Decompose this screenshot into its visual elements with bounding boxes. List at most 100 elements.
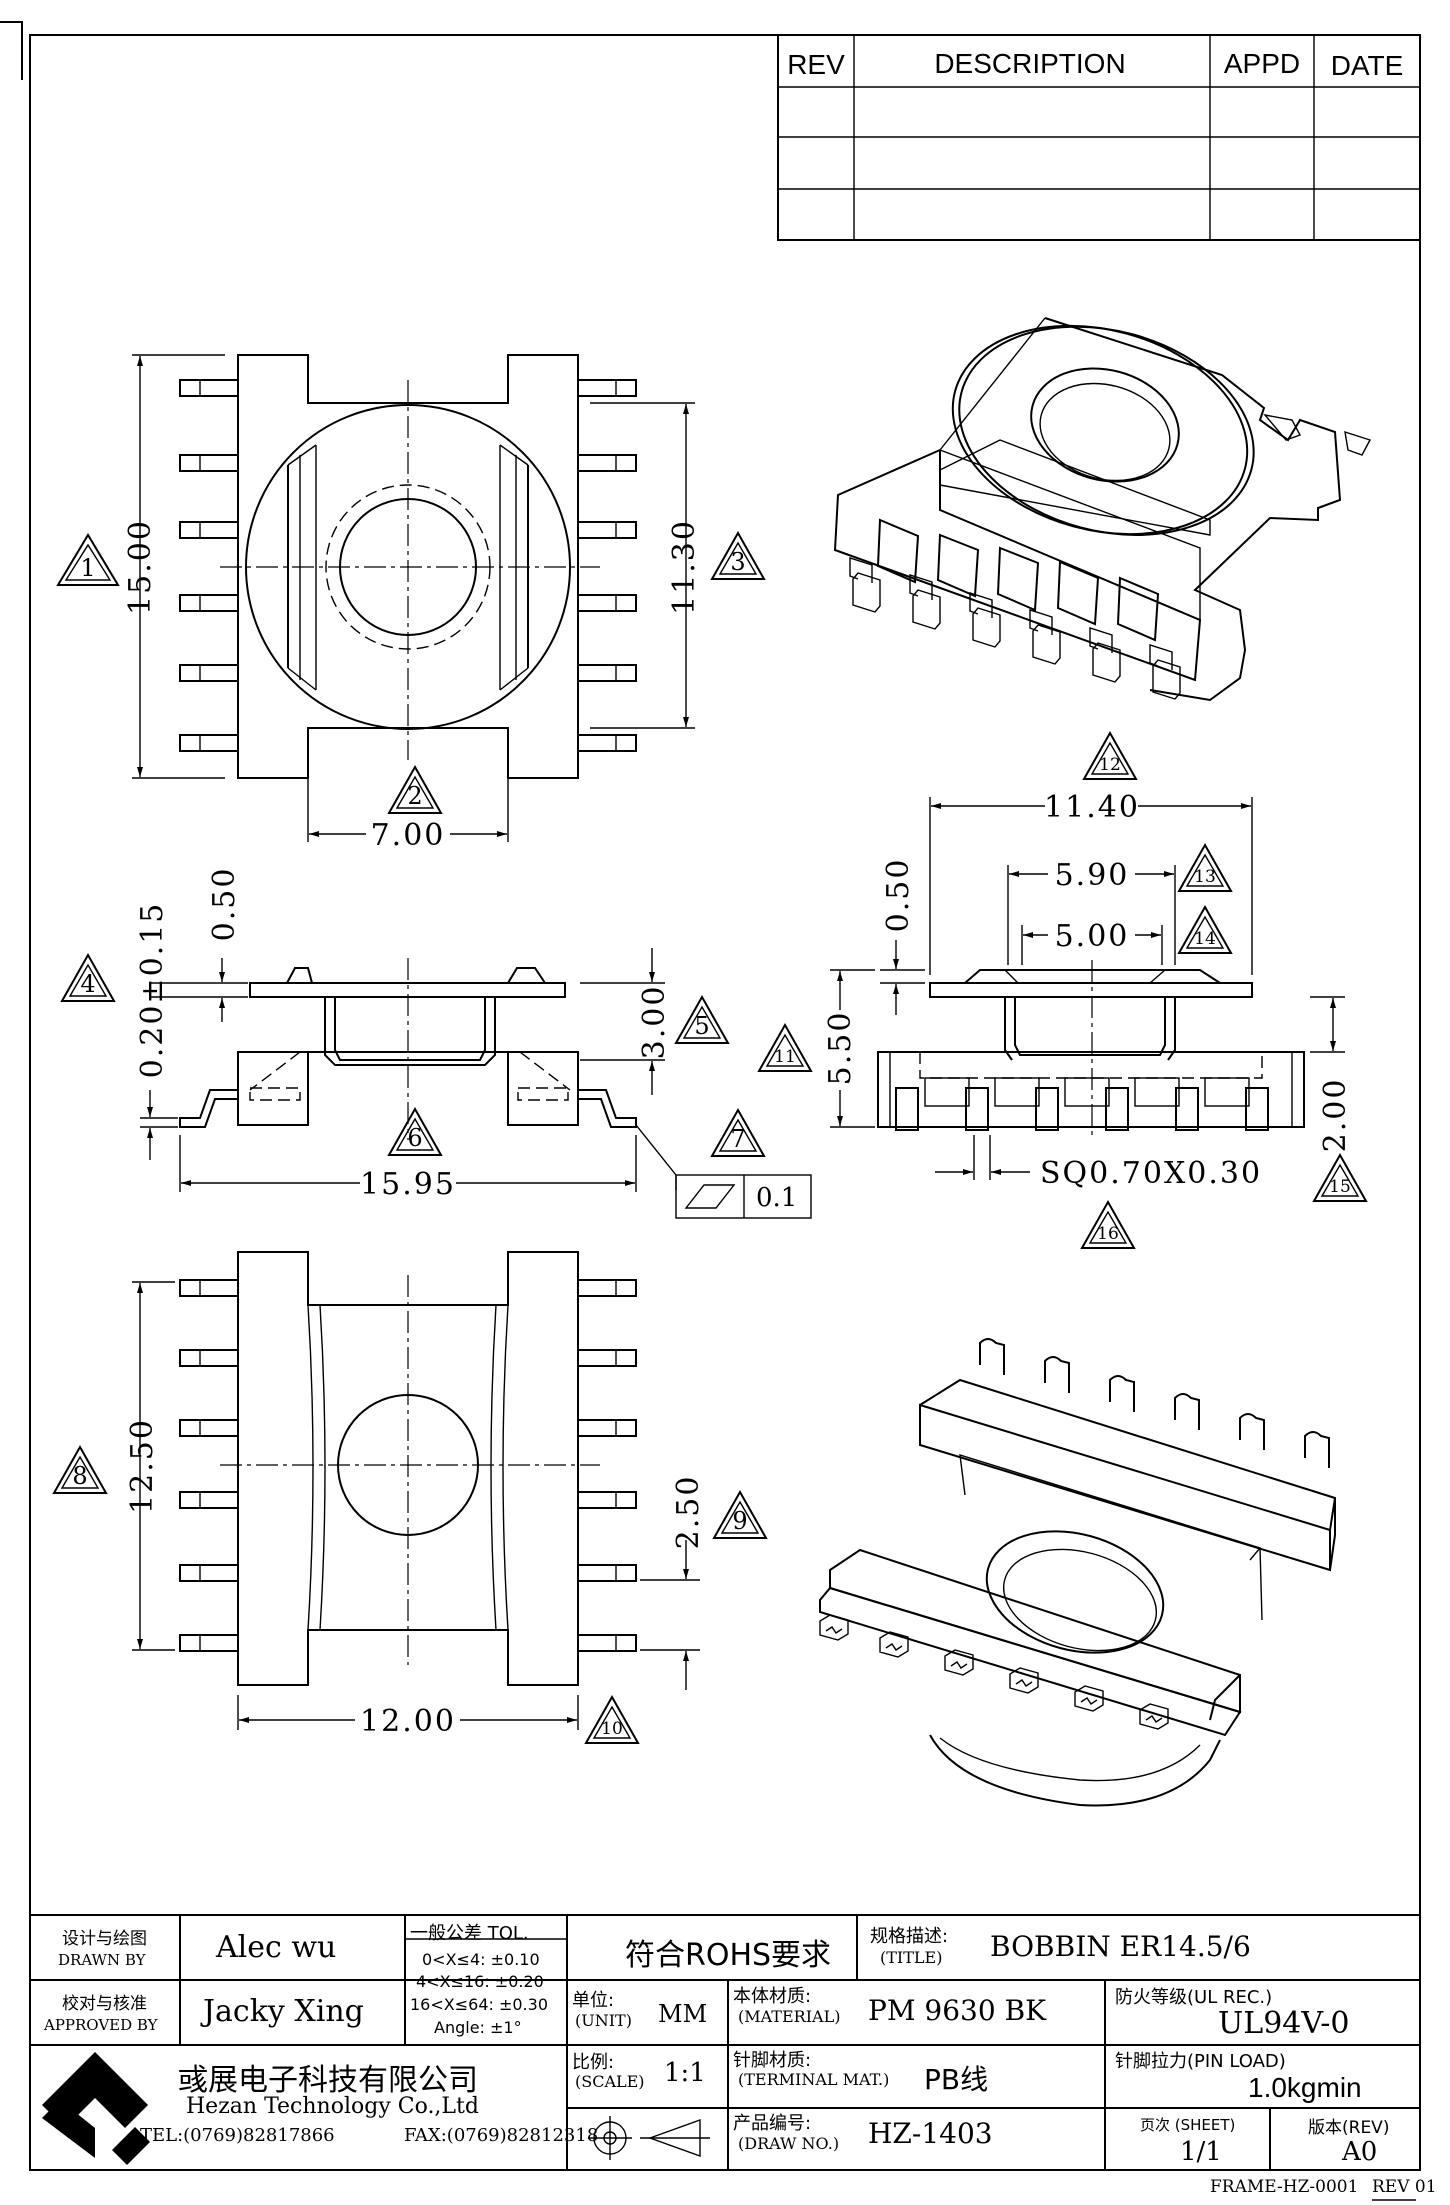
callout-number: 13 — [1194, 867, 1216, 887]
scale-value: 1:1 — [664, 2058, 706, 2088]
terminal-pin — [577, 379, 637, 397]
dim-0-20: 0.20±0.15 — [135, 902, 170, 1079]
rohs-compliance: 符合ROHS要求 — [625, 1938, 832, 1973]
callout-number: 3 — [730, 548, 745, 576]
terminal-pin — [577, 664, 637, 682]
drawn-by-label: DRAWN BY — [58, 1951, 146, 1969]
material-label: (MATERIAL) — [738, 2007, 841, 2026]
callout-number: 11 — [774, 1047, 796, 1067]
terminal-pin — [179, 1279, 239, 1297]
appd-header: APPD — [1224, 48, 1300, 79]
terminal-label: (TERMINAL MAT.) — [738, 2070, 890, 2089]
unit-label-cn: 单位: — [572, 1990, 615, 2011]
terminal-pin — [577, 734, 637, 752]
iso-pin — [969, 592, 1001, 648]
side-slot — [994, 1077, 1040, 1107]
iso-pin — [1174, 1393, 1200, 1430]
iso-pin — [1304, 1431, 1330, 1468]
terminal-pin — [577, 1279, 637, 1297]
title-value: BOBBIN ER14.5/6 — [990, 1930, 1251, 1963]
terminal-pin — [179, 1634, 239, 1652]
callout-marker-6: 6 — [387, 1106, 443, 1156]
callout-marker-15: 15 — [1312, 1152, 1368, 1202]
approved-by-value: Jacky Xing — [203, 1994, 364, 2029]
unit-label: (UNIT) — [575, 2011, 632, 2030]
callout-marker-14: 14 — [1177, 904, 1233, 954]
iso-pin — [1239, 1413, 1265, 1450]
dim-7-00: 7.00 — [371, 818, 446, 853]
terminal-pin — [577, 1564, 637, 1582]
checked-label-cn: 校对与核准 — [62, 1994, 147, 2014]
callout-marker-16: 16 — [1080, 1199, 1136, 1249]
iso-pin — [1029, 609, 1061, 665]
dim-0-50-a: 0.50 — [207, 867, 242, 942]
callout-marker-7: 7 — [710, 1107, 766, 1157]
side-slot — [1134, 1077, 1180, 1107]
unit-value: MM — [658, 2000, 708, 2028]
flatness-value: 0.1 — [756, 1183, 797, 1213]
scale-label-cn: 比例: — [572, 2052, 615, 2073]
draw-no-value: HZ-1403 — [868, 2117, 993, 2150]
callout-marker-4: 4 — [60, 952, 116, 1002]
callout-number: 9 — [732, 1507, 747, 1535]
terminal-pin — [179, 734, 239, 752]
side-pin — [1175, 1087, 1199, 1131]
terminal-pin — [179, 454, 239, 472]
terminal-pin — [179, 1491, 239, 1509]
iso-pin — [819, 1614, 849, 1641]
dim-0-50-b: 0.50 — [881, 858, 916, 933]
iso-pin — [1009, 1667, 1039, 1694]
iso-pin — [1109, 1375, 1135, 1412]
company-logo-icon — [42, 2052, 150, 2165]
side-pin — [895, 1087, 919, 1131]
iso-pin — [1149, 644, 1181, 700]
callout-marker-12: 12 — [1082, 730, 1138, 780]
terminal-pin — [179, 594, 239, 612]
sheet-label: 页次 (SHEET) — [1140, 2116, 1236, 2134]
side-pin — [965, 1087, 989, 1131]
company-tel: TEL:(0769)82817866 — [140, 2125, 335, 2146]
top-view — [179, 354, 637, 779]
side-view — [877, 960, 1305, 1140]
callout-number: 14 — [1194, 929, 1216, 949]
designed-label-cn: 设计与绘图 — [62, 1929, 147, 1949]
terminal-pin — [577, 521, 637, 539]
terminal-pin — [179, 1419, 239, 1437]
iso-view-bottom — [819, 1338, 1337, 1807]
approved-by-label: APPROVED BY — [44, 2016, 158, 2034]
dim-5-00: 5.00 — [1055, 919, 1130, 954]
terminal-pin — [577, 1349, 637, 1367]
terminal-pin — [179, 1564, 239, 1582]
iso-pin — [979, 1338, 1005, 1375]
side-pin — [1245, 1087, 1269, 1131]
title-block-lines — [30, 1914, 1420, 2170]
front-view — [179, 958, 637, 1140]
iso-pin — [1044, 1356, 1070, 1393]
callout-number: 12 — [1099, 755, 1121, 775]
callout-marker-3: 3 — [710, 530, 766, 580]
callout-marker-5: 5 — [674, 994, 730, 1044]
terminal-label-cn: 针脚材质: — [733, 2050, 812, 2071]
dim-11-40: 11.40 — [1044, 790, 1140, 825]
draw-no-label: (DRAW NO.) — [738, 2134, 840, 2153]
dim-5-90: 5.90 — [1055, 858, 1130, 893]
pin-load-value: 1.0kgmin — [1248, 2072, 1362, 2103]
rev-label: 版本(REV) — [1308, 2118, 1390, 2138]
callout-marker-9: 9 — [712, 1489, 768, 1539]
dim-15-00: 15.00 — [123, 519, 158, 615]
bottom-view — [179, 1251, 637, 1686]
rev-header: REV — [787, 49, 845, 80]
side-slot — [924, 1077, 970, 1107]
frame-rev: REV 01 — [1372, 2177, 1437, 2197]
tolerance-2: 4<X≤16: ±0.20 — [416, 1972, 544, 1991]
iso-pin — [879, 1631, 909, 1658]
callout-marker-11: 11 — [757, 1022, 813, 1072]
frame-id: FRAME-HZ-0001 — [1210, 2177, 1359, 2197]
front-view-dimensions: 0.50 0.20±0.15 3.00 15.95 0.1 — [135, 867, 812, 1219]
terminal-pin — [179, 664, 239, 682]
terminal-pin — [577, 1634, 637, 1652]
iso-view-top — [833, 317, 1372, 702]
flame-rating-label: 防火等级(UL REC.) — [1115, 1987, 1273, 2008]
terminal-pin — [577, 454, 637, 472]
